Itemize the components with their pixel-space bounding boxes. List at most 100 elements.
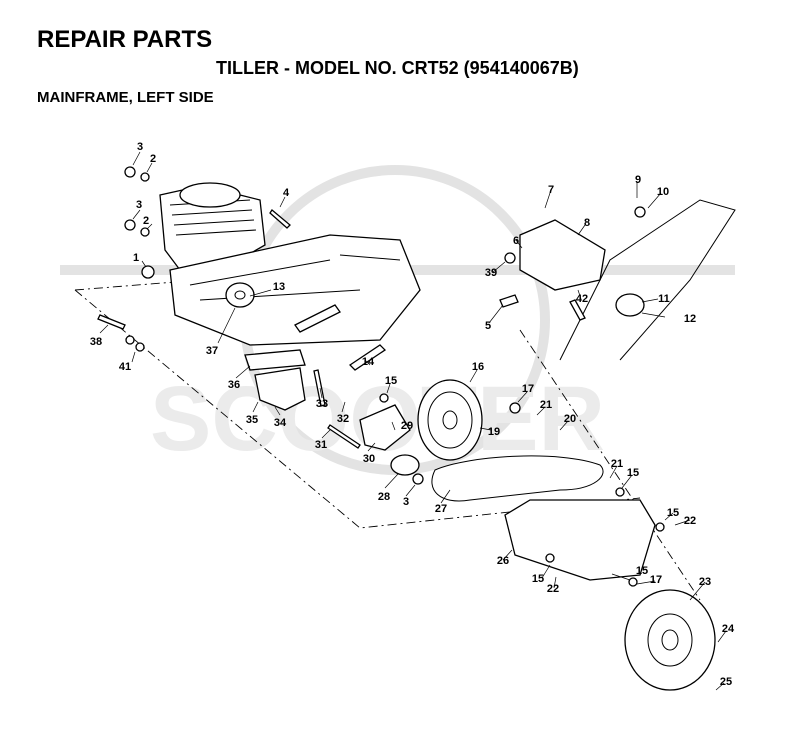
model-subtitle: TILLER - MODEL NO. CRT52 (954140067B) xyxy=(216,58,579,78)
callout-19: 19 xyxy=(488,426,500,438)
callout-13: 13 xyxy=(273,281,285,293)
callout-3: 3 xyxy=(136,199,142,211)
drive-belt-27 xyxy=(431,455,604,502)
washer-41-a xyxy=(125,335,135,345)
wheel-rim xyxy=(647,613,693,667)
pulley-16 xyxy=(417,379,483,461)
leader-lines xyxy=(99,151,727,691)
callout-37: 37 xyxy=(206,345,218,357)
hitch-11 xyxy=(615,293,645,317)
callout-2: 2 xyxy=(150,153,156,165)
callout-15: 15 xyxy=(667,507,679,519)
bolt-5 xyxy=(499,294,519,308)
callout-26: 26 xyxy=(497,555,509,567)
bracket-36 xyxy=(244,349,306,371)
mainframe-body xyxy=(169,234,421,346)
callout-14: 14 xyxy=(362,356,375,368)
callout-29: 29 xyxy=(401,420,413,432)
engine-pulley xyxy=(225,282,255,308)
callout-24: 24 xyxy=(722,623,735,635)
callout-35: 35 xyxy=(246,414,258,426)
section-title: MAINFRAME, LEFT SIDE xyxy=(37,89,214,106)
idler-bracket-30 xyxy=(359,404,411,451)
bracket-8 xyxy=(519,219,606,291)
callout-2: 2 xyxy=(143,215,149,227)
callout-7: 7 xyxy=(548,184,554,196)
callout-15: 15 xyxy=(627,467,639,479)
callout-22: 22 xyxy=(547,583,559,595)
callout-15: 15 xyxy=(385,375,397,387)
shaft-14 xyxy=(348,344,387,371)
washer-15-d xyxy=(545,553,555,563)
callout-28: 28 xyxy=(378,491,390,503)
callout-22: 22 xyxy=(684,515,696,527)
washer-15-b xyxy=(615,487,625,497)
callout-15: 15 xyxy=(636,565,648,577)
page-title: REPAIR PARTS xyxy=(37,26,213,53)
washer-41-b xyxy=(135,342,145,352)
callout-39: 39 xyxy=(485,267,497,279)
engine-pulley-hub xyxy=(234,290,246,300)
washer-15-e xyxy=(628,577,638,587)
shaft xyxy=(294,304,341,333)
callout-31: 31 xyxy=(315,439,327,451)
callout-4: 4 xyxy=(283,187,290,199)
mainframe xyxy=(169,234,421,346)
nut-1 xyxy=(141,265,155,279)
callout-17: 17 xyxy=(650,574,662,586)
bolt-31 xyxy=(327,424,361,449)
callout-16: 16 xyxy=(472,361,484,373)
callout-12: 12 xyxy=(684,313,696,325)
wheel-hub xyxy=(661,629,679,651)
callout-5: 5 xyxy=(485,320,491,332)
pulley-inner xyxy=(427,391,473,449)
callout-10: 10 xyxy=(657,186,669,198)
callout-21: 21 xyxy=(611,458,623,470)
nut-3-c xyxy=(412,473,424,485)
callout-34: 34 xyxy=(274,417,287,429)
nut-17 xyxy=(509,402,521,414)
engine xyxy=(159,182,266,271)
bolt-33 xyxy=(313,369,326,407)
callout-15: 15 xyxy=(532,573,544,585)
bracket-34 xyxy=(254,367,306,411)
washer-2-a xyxy=(140,172,150,182)
callout-6: 6 xyxy=(513,235,519,247)
callout-3: 3 xyxy=(403,496,409,508)
callout-41: 41 xyxy=(119,361,131,373)
belt-cover-26 xyxy=(504,499,656,581)
bolt-42 xyxy=(569,299,586,321)
washer-15-a xyxy=(379,393,389,403)
callout-25: 25 xyxy=(720,676,732,688)
washer-2-b xyxy=(140,227,150,237)
callout-17: 17 xyxy=(522,383,534,395)
callout-8: 8 xyxy=(584,217,590,229)
callout-11: 11 xyxy=(658,293,670,305)
pulley-hub xyxy=(442,410,458,430)
callout-27: 27 xyxy=(435,503,447,515)
callout-36: 36 xyxy=(228,379,240,391)
wheel-tire xyxy=(624,589,716,691)
callout-33: 33 xyxy=(316,398,328,410)
wheel-23 xyxy=(624,589,716,691)
engine-cap xyxy=(179,182,241,208)
callout-20: 20 xyxy=(564,413,576,425)
idler-pulley-28 xyxy=(390,454,420,476)
callout-30: 30 xyxy=(363,453,375,465)
callout-labels: 3 2 3 2 1 4 13 38 41 37 36 35 34 33 32 3… xyxy=(90,141,735,688)
tine-shield xyxy=(559,199,736,361)
nut-10 xyxy=(634,206,646,218)
callout-23: 23 xyxy=(699,576,711,588)
bolt-38 xyxy=(97,314,126,330)
callout-21: 21 xyxy=(540,399,552,411)
callout-1: 1 xyxy=(133,252,139,264)
callout-9: 9 xyxy=(635,174,641,186)
callout-3: 3 xyxy=(137,141,143,153)
bolt-4 xyxy=(269,209,291,229)
washer-15-c xyxy=(655,522,665,532)
nut-3-a xyxy=(124,166,136,178)
callout-42: 42 xyxy=(576,293,588,305)
callout-38: 38 xyxy=(90,336,102,348)
nut-3-b xyxy=(124,219,136,231)
